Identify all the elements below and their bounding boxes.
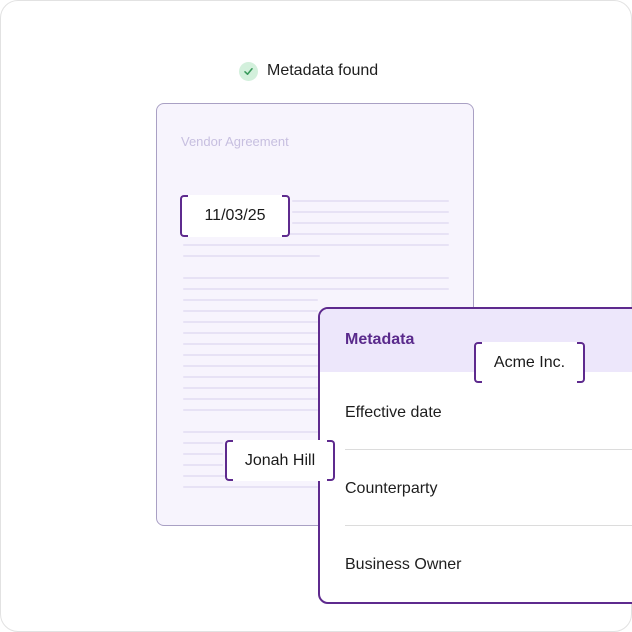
status-text: Metadata found	[267, 62, 379, 79]
person-tag: Jonah Hill	[225, 440, 335, 481]
text-line	[183, 310, 318, 312]
date-tag: 11/03/25	[180, 195, 290, 237]
metadata-panel-title: Metadata	[345, 331, 415, 348]
bracket-left	[225, 440, 233, 481]
text-line	[183, 354, 318, 356]
text-line	[183, 464, 223, 466]
bracket-right	[282, 195, 290, 237]
metadata-panel: Metadata Effective date Counterparty Bus…	[318, 307, 632, 604]
text-line	[183, 233, 449, 235]
text-line	[183, 376, 318, 378]
bracket-right	[327, 440, 335, 481]
check-icon	[239, 61, 258, 81]
text-line	[183, 343, 318, 345]
text-line	[183, 365, 318, 367]
person-tag-text: Jonah Hill	[244, 451, 316, 469]
text-line	[183, 244, 449, 246]
text-line	[183, 453, 223, 455]
company-tag-text: Acme Inc.	[493, 353, 566, 371]
divider	[345, 449, 632, 450]
text-line	[292, 211, 449, 213]
text-line	[183, 332, 318, 334]
bracket-right	[577, 342, 585, 383]
text-line	[183, 255, 320, 257]
text-line	[292, 200, 449, 202]
text-line	[183, 398, 318, 400]
divider	[345, 525, 632, 526]
document-title: Vendor Agreement	[181, 134, 289, 149]
text-line	[183, 288, 449, 290]
bracket-left	[180, 195, 188, 237]
text-line	[183, 431, 318, 433]
text-line	[183, 409, 318, 411]
text-line	[183, 277, 449, 279]
text-line	[183, 387, 318, 389]
field-label-business-owner: Business Owner	[345, 556, 462, 573]
company-tag: Acme Inc.	[474, 342, 585, 383]
field-label-effective-date: Effective date	[345, 404, 442, 421]
bracket-left	[474, 342, 482, 383]
text-line	[183, 299, 318, 301]
text-line	[183, 321, 318, 323]
text-line	[292, 222, 449, 224]
date-tag-text: 11/03/25	[204, 207, 266, 224]
status-indicator: Metadata found	[239, 61, 378, 81]
text-line	[183, 486, 318, 488]
field-label-counterparty: Counterparty	[345, 480, 438, 497]
text-line	[183, 442, 223, 444]
